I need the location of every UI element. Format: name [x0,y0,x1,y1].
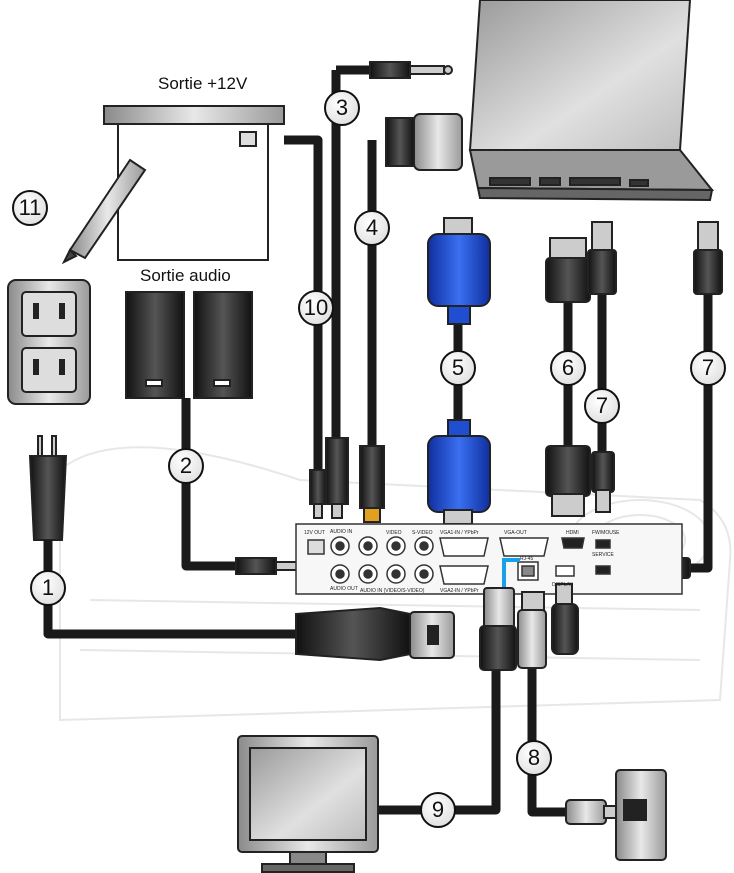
callout-11: 11 [12,190,48,226]
blue-arrow [502,558,520,590]
callout-4: 4 [354,210,390,246]
port-label-12v: 12V OUT [304,530,325,536]
port-label-vga2: VGA2-IN / YPbPr [440,588,479,594]
monitor [237,735,379,873]
callout-3: 3 [324,90,360,126]
jack-12v [309,469,327,519]
callout-6: 6 [550,350,586,386]
port-label-audio-out: AUDIO OUT [330,586,358,592]
panel-labels: 12V OUT AUDIO IN AUDIO OUT VIDEO S-VIDEO… [304,529,620,594]
vga-out-plug [479,587,517,671]
usb-top-middle [587,221,617,295]
port-label-svideo: S-VIDEO [412,530,433,536]
callout-7-right: 7 [690,350,726,386]
audio-jack-top [369,61,453,79]
callout-10: 10 [298,290,334,326]
label-audio-out: Sortie audio [140,266,231,285]
port-label-vga1: VGA1-IN / YPbPr [440,530,479,536]
callout-8: 8 [516,740,552,776]
port-label-video: VIDEO [386,530,402,536]
power-connector [295,606,455,662]
hdmi-bottom [545,445,591,517]
callout-7-middle: 7 [584,388,620,424]
port-label-rj45: RJ-45 [520,556,534,562]
interactive-pen [61,158,147,265]
power-plug [28,435,68,541]
port-label-hdmi: HDMI [566,530,579,536]
rj45-plug [517,591,547,669]
port-label-display: DISPLAY [552,582,573,588]
projection-screen [103,105,285,261]
vga-laptop-connector [385,113,463,171]
speakers [125,291,253,399]
label-12v-out: Sortie +12V [158,74,248,93]
vga-blue-top [427,217,491,325]
callout-2: 2 [168,448,204,484]
rj45-wall [565,769,667,861]
rear-panel [295,523,683,595]
usb-bottom-middle [591,451,615,513]
port-label-audio-in-lr: AUDIO IN (VIDEO/S-VIDEO) [360,588,425,594]
callout-5: 5 [440,350,476,386]
usb-flash-drive [551,583,579,655]
port-label-vga-out: VGA-OUT [504,530,527,536]
wall-outlet [7,279,91,405]
laptop [468,0,715,202]
audio-in-jack [325,437,349,519]
vga-blue-bottom [427,419,491,525]
callout-9: 9 [420,792,456,828]
vga-lower-jack [359,445,385,523]
port-label-audio-in: AUDIO IN [330,529,353,535]
port-label-service: SERVICE [592,552,615,558]
hdmi-top [545,237,591,303]
audio-out-jack [235,557,299,575]
callout-1: 1 [30,570,66,606]
port-label-fwmouse: FW/MOUSE [592,530,620,536]
usb-top-right [693,221,723,295]
